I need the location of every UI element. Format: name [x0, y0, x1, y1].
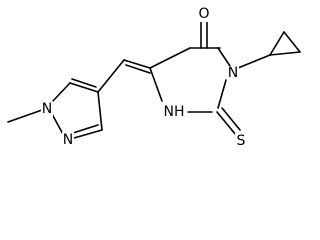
- sulfur-label: S: [237, 133, 246, 149]
- oxygen-label: O: [198, 6, 209, 22]
- bond-cp-3: [269, 51, 301, 56]
- bond-pz-c5-n1: [51, 82, 71, 103]
- bonds: [7, 21, 301, 139]
- atom-labels: O N NH S N N: [41, 6, 247, 149]
- bond-n3-c2: [217, 79, 227, 109]
- nh-label: NH: [164, 104, 185, 120]
- bond-cp-1: [269, 31, 285, 56]
- bond-ch-pyrazole: [97, 59, 125, 93]
- bond-c4-c5-ring: [149, 47, 191, 69]
- bond-exo-2: [125, 64, 151, 74]
- bond-n1-methyl: [7, 109, 43, 123]
- bond-pz-n2-c3-2: [72, 124, 99, 134]
- bond-c2-s-1: [216, 111, 237, 136]
- bond-c5-n3: [217, 47, 231, 67]
- bond-pz-c4-c5-2: [71, 78, 97, 88]
- bond-cp-2: [283, 31, 301, 53]
- pyrazole-n2-label: N: [63, 132, 73, 148]
- bond-exo-1: [123, 59, 151, 69]
- bond-pz-n2-c3-1: [73, 129, 103, 139]
- molecule-diagram: O N NH S N N: [7, 6, 301, 149]
- nitrogen-n3-label: N: [228, 65, 238, 81]
- bond-n3-cyclopropyl: [237, 54, 271, 69]
- bond-nh-c4: [149, 67, 163, 102]
- pyrazole-n1-label: N: [42, 101, 52, 117]
- bond-pz-c4-c5-1: [69, 82, 99, 93]
- bond-c2-s-2: [221, 107, 241, 131]
- bond-pz-c3-c4: [97, 91, 103, 131]
